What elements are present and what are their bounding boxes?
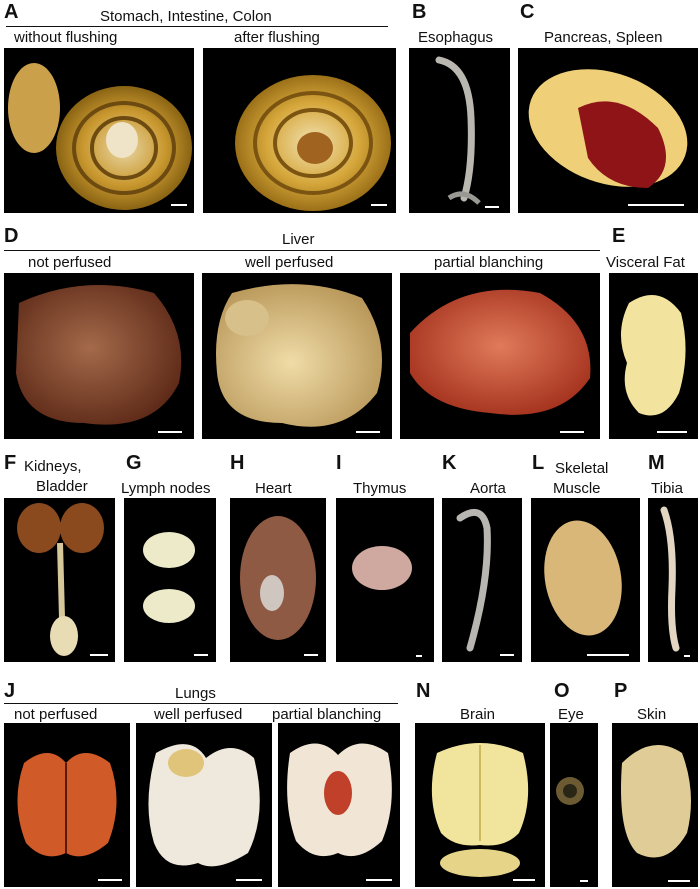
panel-letter-l: L [532, 452, 545, 474]
panel-g-title: Lymph nodes [121, 480, 211, 497]
panel-j-sub-well-perfused: well perfused [154, 706, 243, 723]
panel-k-title: Aorta [470, 480, 506, 497]
photo-kidneys-bladder [4, 498, 115, 662]
panel-letter-d: D [4, 225, 19, 247]
panel-c-title: Pancreas, Spleen [544, 29, 663, 46]
panel-d-rule [4, 250, 600, 251]
photo-esophagus [409, 48, 510, 213]
panel-letter-m: M [648, 452, 665, 474]
panel-d-sub-well-perfused: well perfused [245, 254, 334, 271]
panel-letter-h: H [230, 452, 245, 474]
panel-d-sub-not-perfused: not perfused [28, 254, 112, 271]
panel-letter-j: J [4, 680, 16, 702]
panel-j-sub-not-perfused: not perfused [14, 706, 98, 723]
photo-pancreas-spleen [518, 48, 698, 213]
photo-aorta [442, 498, 522, 662]
panel-e-title: Visceral Fat [606, 254, 685, 271]
panel-j-sub-partial-blanching: partial blanching [272, 706, 382, 723]
photo-gut-after-flushing [203, 48, 396, 213]
panel-d-sub-partial-blanching: partial blanching [434, 254, 544, 271]
photo-liver-partial-blanching [400, 273, 600, 439]
photo-brain [415, 723, 545, 887]
panel-letter-k: K [442, 452, 457, 474]
photo-tibia [648, 498, 698, 662]
panel-letter-n: N [416, 680, 431, 702]
panel-letter-c: C [520, 1, 535, 23]
panel-n-title: Brain [460, 706, 496, 723]
panel-d-title: Liver [282, 231, 315, 248]
photo-heart [230, 498, 326, 662]
panel-p-title: Skin [637, 706, 667, 723]
panel-l-title-line1: Skeletal [555, 460, 609, 477]
panel-b-title: Esophagus [418, 29, 494, 46]
panel-letter-g: G [126, 452, 142, 474]
panel-letter-b: B [412, 1, 427, 23]
panel-a-title: Stomach, Intestine, Colon [100, 8, 272, 25]
panel-i-title: Thymus [353, 480, 407, 497]
panel-a-sub-without-flushing: without flushing [14, 29, 118, 46]
panel-letter-e: E [612, 225, 626, 247]
photo-skin [612, 723, 698, 887]
photo-liver-well-perfused [202, 273, 392, 439]
photo-gut-without-flushing [4, 48, 194, 213]
photo-lungs-well-perfused [136, 723, 272, 887]
panel-letter-o: O [554, 680, 570, 702]
photo-thymus [336, 498, 434, 662]
photo-visceral-fat [609, 273, 698, 439]
panel-j-rule [4, 703, 398, 704]
photo-eye [550, 723, 598, 887]
panel-f-title-line2: Bladder [36, 478, 88, 495]
photo-lungs-not-perfused [4, 723, 130, 887]
panel-h-title: Heart [255, 480, 292, 497]
panel-letter-f: F [4, 452, 17, 474]
panel-letter-i: I [336, 452, 342, 474]
photo-lymph-nodes [124, 498, 216, 662]
panel-m-title: Tibia [651, 480, 683, 497]
photo-liver-not-perfused [4, 273, 194, 439]
panel-letter-a: A [4, 1, 19, 23]
panel-o-title: Eye [558, 706, 584, 723]
panel-letter-p: P [614, 680, 628, 702]
panel-j-title: Lungs [175, 685, 216, 702]
panel-l-title-line2: Muscle [553, 480, 601, 497]
photo-skeletal-muscle [531, 498, 640, 662]
photo-lungs-partial-blanching [278, 723, 400, 887]
panel-a-rule [6, 26, 388, 27]
panel-a-sub-after-flushing: after flushing [234, 29, 320, 46]
panel-f-title-line1: Kidneys, [24, 458, 82, 475]
